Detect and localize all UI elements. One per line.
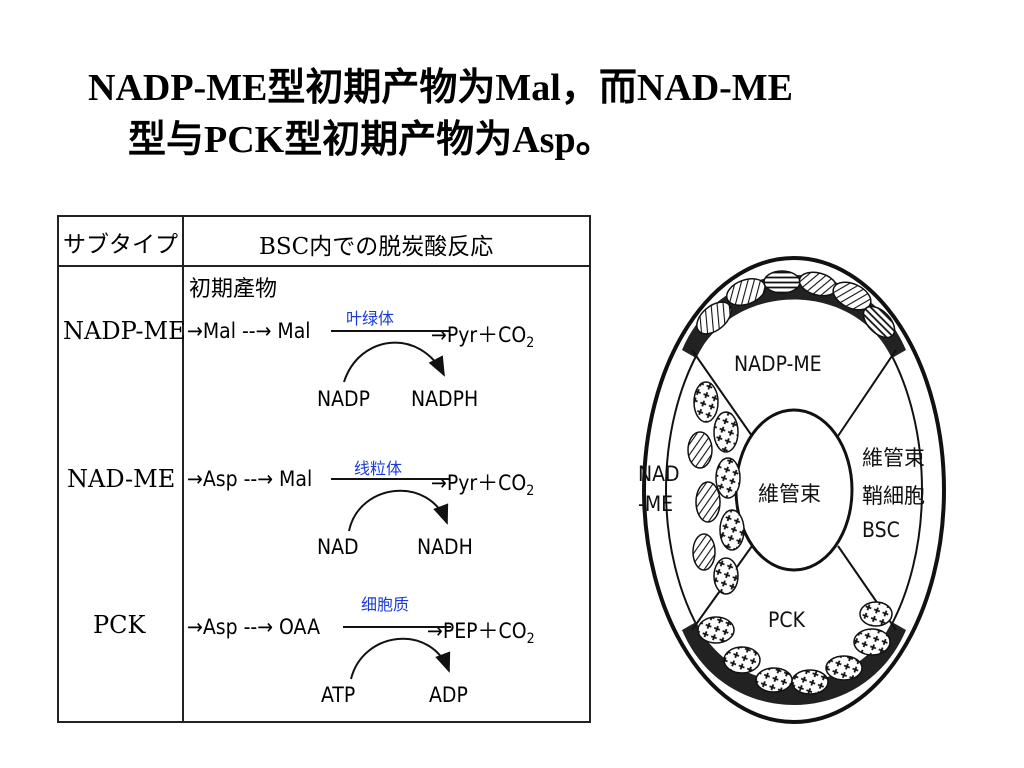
row-3-cofactor-out: ADP: [429, 683, 468, 707]
row-3-products: →PEP＋CO2: [427, 615, 535, 647]
circle-label-bundle-2: 鞘細胞: [862, 484, 925, 508]
divider-upper-right: [837, 349, 897, 437]
title-line-1: NADP-ME型初期产物为Mal，而NAD-ME: [88, 67, 794, 109]
circle-label-bundle-1: 維管束: [862, 446, 925, 470]
circle-label-bsc: BSC: [862, 518, 900, 542]
row-1-location: 叶绿体: [346, 309, 395, 328]
circle-label-pck: PCK: [768, 608, 805, 632]
row-2-products: →Pyr＋CO2: [431, 467, 534, 499]
row-label-pck: PCK: [93, 611, 146, 639]
row-3-curved-arrow: [350, 637, 451, 680]
circle-label-me: -ME: [638, 492, 674, 516]
reaction-arrows: [331, 330, 451, 680]
row-1-curved-arrow: [343, 341, 445, 383]
row-1-cofactor-in: NADP: [317, 387, 370, 411]
circle-label-nadp-me: NADP-ME: [734, 352, 822, 376]
row-3-cofactor-in: ATP: [321, 683, 356, 707]
row-2-products-text: →Pyr＋CO: [431, 471, 527, 495]
outer-ring: [642, 256, 946, 724]
row-2-cofactor-out: NADH: [417, 535, 473, 559]
header-subtype: サブタイプ: [63, 232, 178, 258]
outer-band-bottom: [682, 622, 906, 705]
row-3-products-sub: 2: [526, 631, 535, 647]
row-label-nad-me: NAD-ME: [67, 465, 176, 493]
row-1-cofactor-out: NADPH: [411, 387, 479, 411]
organelles-pck: [697, 601, 893, 695]
row-1-chain: →Mal --→ Mal: [187, 319, 311, 343]
bundle-sheath-svg: [642, 256, 946, 724]
row-2-location: 线粒体: [354, 459, 403, 478]
page-title: NADP-ME型初期产物为Mal，而NAD-ME 型与PCK型初期产物为Asp。: [88, 62, 988, 166]
row-1-products-sub: 2: [526, 335, 535, 351]
row-2-curved-arrow: [348, 489, 449, 532]
bundle-sheath-diagram: NADP-ME NAD -ME 維管束 維管束 鞘細胞 BSC PCK: [634, 240, 964, 740]
chloroplasts-nadp-me: [696, 270, 896, 339]
divider-upper-left: [691, 349, 753, 437]
subheader-initial-product: 初期產物: [189, 277, 278, 302]
table-header-divider: [59, 265, 589, 267]
row-1-products: →Pyr＋CO2: [431, 319, 534, 351]
row-2-cofactor-in: NAD: [317, 535, 359, 559]
decarboxylation-table: サブタイプ BSC内での脱炭酸反応 初期產物 NADP-ME →Mal --→ …: [57, 215, 591, 723]
row-2-products-sub: 2: [526, 483, 535, 499]
row-2-chain: →Asp --→ Mal: [187, 467, 313, 491]
table-column-divider: [182, 217, 184, 721]
row-3-location: 细胞质: [361, 595, 410, 614]
row-1-products-text: →Pyr＋CO: [431, 323, 527, 347]
mitochondria-nad-me: [687, 381, 745, 595]
circle-label-nad: NAD: [638, 462, 680, 486]
circle-label-vascular-bundle: 維管束: [758, 482, 821, 506]
row-3-products-text: →PEP＋CO: [427, 619, 527, 643]
row-label-nadp-me: NADP-ME: [63, 317, 186, 345]
row-3-chain: →Asp --→ OAA: [187, 615, 320, 639]
header-reaction: BSC内での脱炭酸反応: [259, 234, 494, 260]
title-line-2: 型与PCK型初期产物为Asp。: [128, 119, 614, 161]
